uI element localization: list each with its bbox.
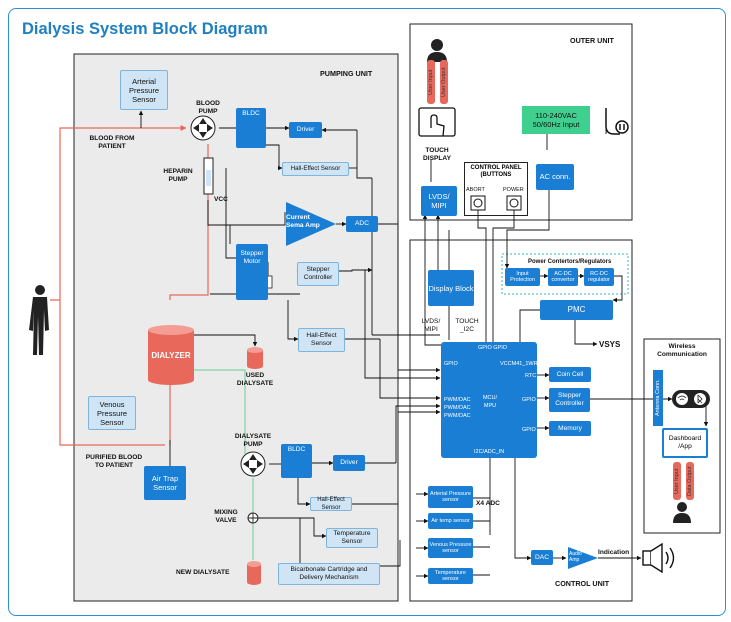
blood-pump-label: BLOOD PUMP xyxy=(196,100,220,115)
gpio-label-1: GPIO xyxy=(444,361,458,367)
dialysate-pump-label: DIALYSATE PUMP xyxy=(234,433,272,448)
user-icon xyxy=(427,39,447,62)
audio-amp-label: Audio Amp xyxy=(569,551,582,563)
air-trap-sensor: Air Trap Sensor xyxy=(144,466,186,500)
diagram-frame xyxy=(8,8,726,616)
page-title: Dialysis System Block Diagram xyxy=(22,20,268,38)
dialyzer-label: DIALYZER xyxy=(151,351,191,360)
outer-unit-title: OUTER UNIT xyxy=(570,36,614,45)
vccm-label: VCCM41_1WR xyxy=(500,361,538,367)
control-unit-title: CONTROL UNIT xyxy=(555,579,610,588)
touch-i2c-label: TOUCH _I2C xyxy=(455,318,479,333)
mixing-valve-label: MIXING VALVE xyxy=(214,509,238,524)
new-dialysate-cylinder xyxy=(247,561,261,585)
stepper-controller-pump: Stepper Controller xyxy=(297,262,339,286)
bldc-block-2: BLDC xyxy=(281,444,312,478)
stepper-motor-block: Stepper Motor xyxy=(236,244,268,300)
stepper-controller-block: Stepper Controller xyxy=(549,388,590,412)
current-amp-triangle xyxy=(286,202,336,246)
heparin-pump-label: HEPARIN PUMP xyxy=(163,168,193,183)
hall-effect-sensor-3: Hall-Effect Sensor xyxy=(310,497,352,511)
used-dialysate-cylinder xyxy=(247,347,263,369)
hall-effect-sensor-2: Hall-Effect Sensor xyxy=(298,328,345,352)
driver-block-2: Driver xyxy=(333,455,365,471)
wireless-data-output-tag: Data Output xyxy=(686,462,694,500)
patient-figure xyxy=(29,285,49,355)
control-panel-box: CONTROL PANEL (BUTTONS xyxy=(464,162,528,216)
pumping-unit-title: PUMPING UNIT xyxy=(320,69,373,78)
dialyzer-cylinder xyxy=(148,325,194,385)
plug-icon xyxy=(605,108,629,135)
antenna-conn-bar xyxy=(653,370,663,426)
i2c-adc-label: I2C/ADC_IN xyxy=(474,449,505,455)
sensor-air-temp: Air temp sensor xyxy=(428,513,473,529)
indication-label: Indication xyxy=(598,549,630,556)
wireless-user-input-tag: User Input xyxy=(673,462,681,500)
lvds-mipi-outer: LVDS/ MIPI xyxy=(421,186,457,216)
purified-blood-label: PURIFIED BLOOD TO PATIENT xyxy=(85,454,143,469)
antenna-conn-label: Antenna Conn. xyxy=(655,379,661,417)
x4-adc-label: X4 ADC xyxy=(476,500,500,507)
wireless-title: Wireless Communication xyxy=(657,343,707,358)
touch-display-icon xyxy=(418,107,456,137)
dashboard-app-box[interactable]: Dashboard /App xyxy=(662,428,708,458)
power-label: POWER xyxy=(503,187,524,193)
pwm-label-3: PWM/DAC xyxy=(444,413,471,419)
speaker-icon xyxy=(642,542,675,574)
bicarbonate-cartridge: Bicarbonate Cartridge and Delivery Mecha… xyxy=(278,563,380,585)
memory-block: Memory xyxy=(549,421,591,436)
gpio-gpio-label: GPIO GPIO xyxy=(478,345,508,351)
temperature-sensor-pump: Temperature Sensor xyxy=(326,528,378,548)
ac-conn-block: AC conn. xyxy=(536,164,574,190)
user-icon-wireless xyxy=(673,502,691,523)
touch-display-label: TOUCH DISPLAY xyxy=(423,147,451,162)
display-block: Display Block xyxy=(428,270,474,306)
vcc-label: VCC xyxy=(214,196,228,203)
pwm-label-1: PWM/DAC xyxy=(444,397,471,403)
sensor-temperature: Temperature sensor xyxy=(428,568,473,584)
lvds-mipi-label: LVDS/ MIPI xyxy=(421,318,441,333)
pmc-block: PMC xyxy=(540,300,613,320)
user-output-tag: User Output xyxy=(440,60,448,104)
rcdc-regulator-block: RC-DC regulator xyxy=(584,268,614,286)
power-group-outline xyxy=(501,253,629,295)
gpio-label-3: GPIO xyxy=(522,427,536,433)
hall-effect-sensor-1: Hall-Effect Sensor xyxy=(282,162,349,176)
new-dialysate-label: NEW DIALYSATE xyxy=(176,569,230,576)
audio-amp-triangle xyxy=(568,547,598,569)
sensor-venous-pressure: Venous Pressure sensor xyxy=(428,538,473,558)
mcu-label: MCU/ MPU xyxy=(482,395,498,409)
blood-from-patient-label: BLOOD FROM PATIENT xyxy=(89,135,135,150)
ac-input-block: 110-240VAC 50/60Hz Input xyxy=(522,106,590,134)
mcu-block xyxy=(441,342,537,458)
pwm-label-2: PWM/DAC xyxy=(444,405,471,411)
acdc-convertor-block: AC-DC convertor xyxy=(548,268,578,286)
gpio-label-2: GPIO xyxy=(522,397,536,403)
abort-label: ABORT xyxy=(466,187,485,193)
dac-block: DAC xyxy=(531,550,553,565)
input-protection-block: Input Protection xyxy=(505,268,540,286)
current-amp-label: Current Sema Amp xyxy=(286,214,320,229)
arterial-pressure-sensor: Arterial Pressure Sensor xyxy=(120,70,168,110)
power-converters-title: Power Contertors/Regulators xyxy=(528,259,612,265)
vsys-label: VSYS xyxy=(599,340,621,349)
venous-pressure-sensor: Venous Pressure Sensor xyxy=(88,396,136,430)
rtc-label: RTC xyxy=(525,373,537,379)
used-dialysate-label: USED DIALYSATE xyxy=(236,372,274,387)
bldc-block: BLDC xyxy=(236,108,266,148)
blood-pump-symbol xyxy=(190,115,216,141)
driver-block: Driver xyxy=(289,122,322,138)
adc-block: ADC xyxy=(346,216,378,232)
coin-cell-block: Coin Cell xyxy=(549,367,591,382)
user-input-tag: User Input xyxy=(427,60,435,104)
dialysate-pump-symbol xyxy=(240,451,266,477)
sensor-arterial-pressure: Arterial Pressure sensor xyxy=(428,486,473,508)
